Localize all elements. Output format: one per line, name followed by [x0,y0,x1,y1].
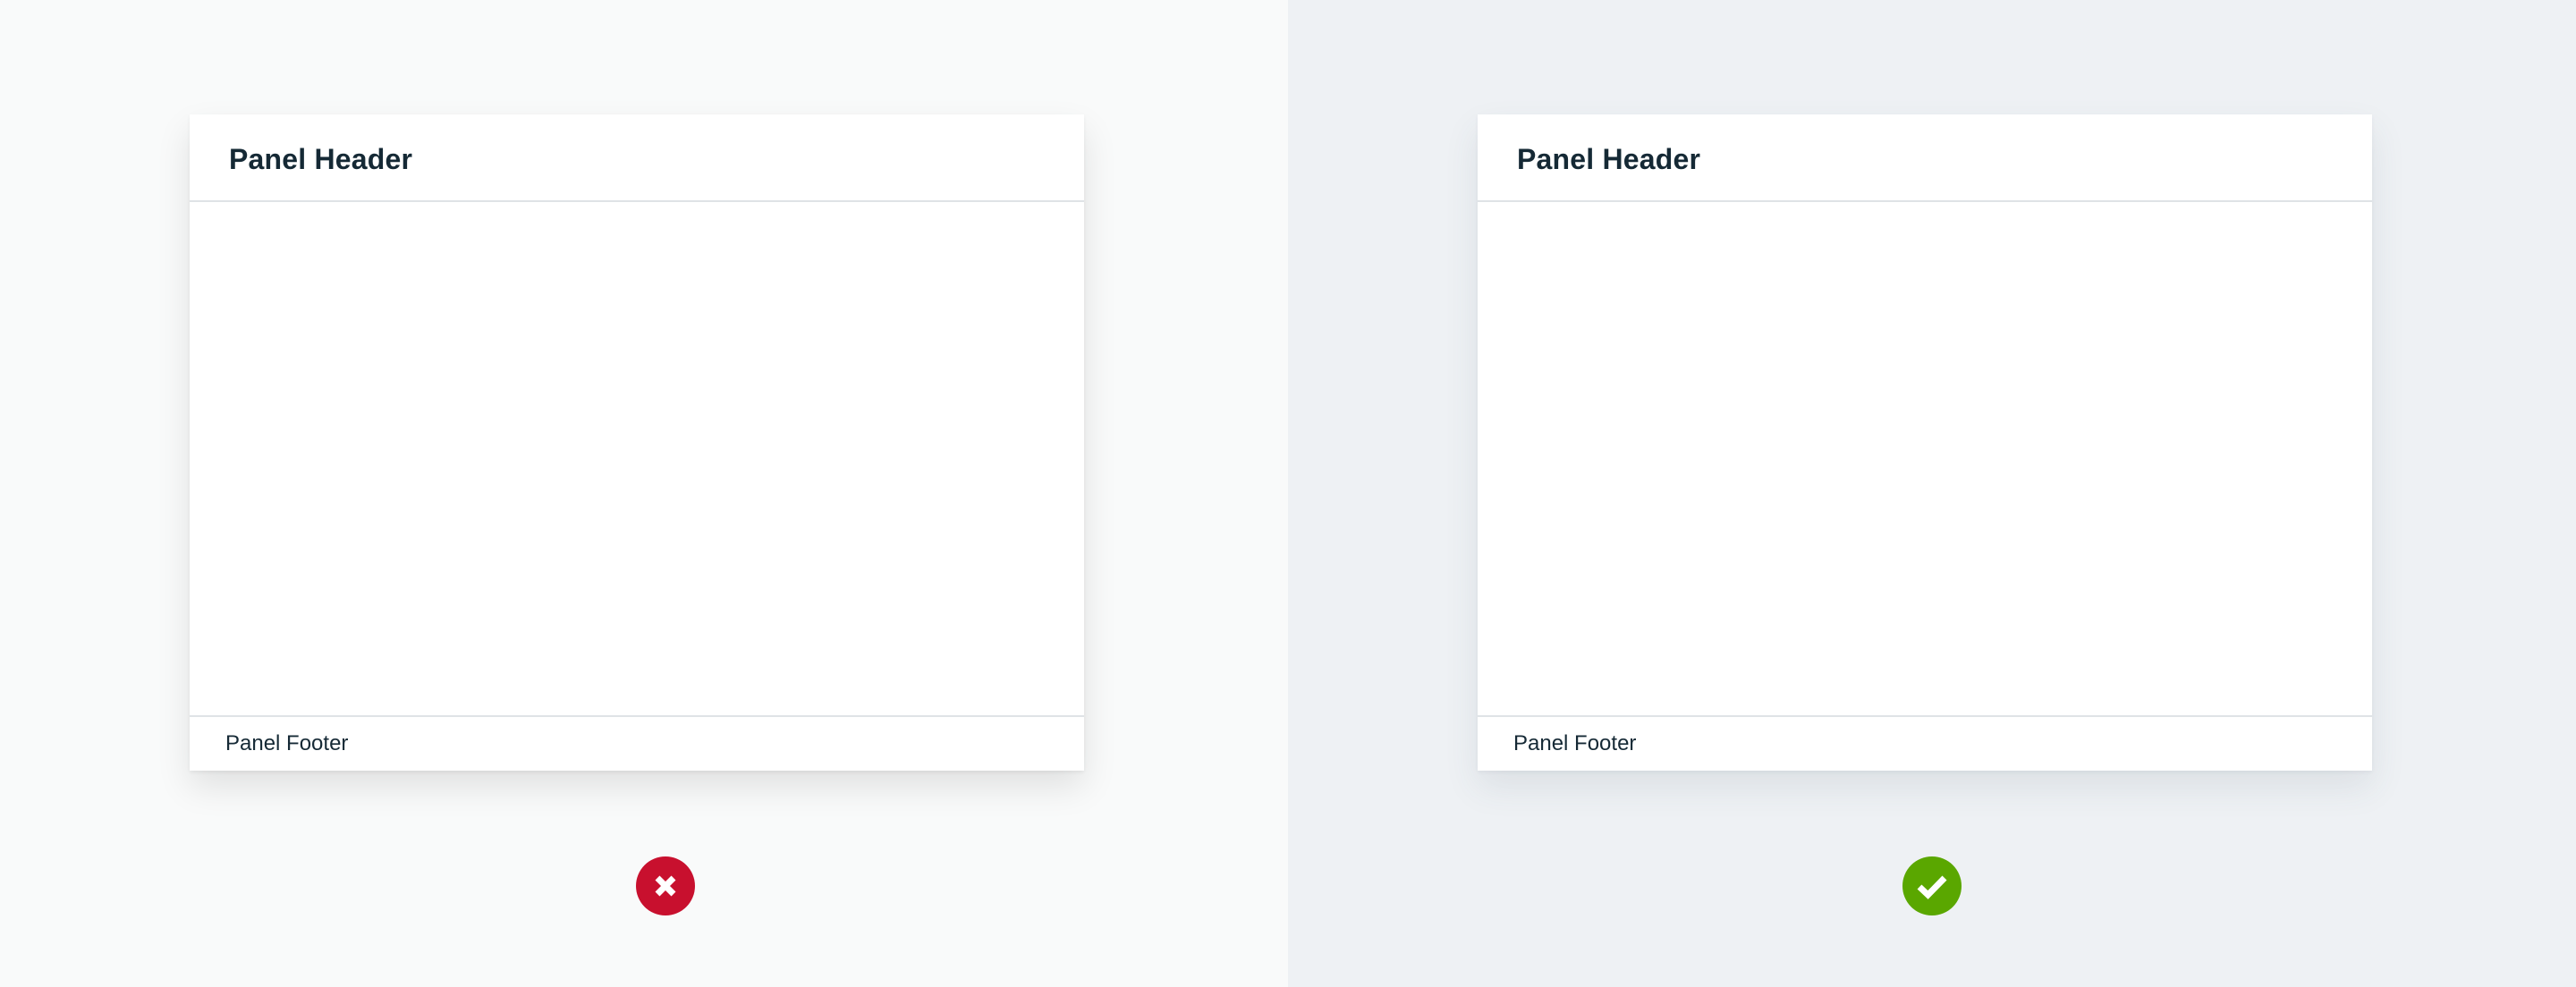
panel-header-title: Panel Header [229,143,413,175]
panel-body [1478,202,2372,717]
panel-footer: Panel Footer [190,715,1084,771]
x-circle-icon [636,856,695,915]
check-circle-icon [1902,856,1962,915]
panel-footer: Panel Footer [1478,715,2372,771]
panel-footer-label: Panel Footer [1513,731,1637,755]
panel: Panel Header Panel Footer [1478,114,2372,771]
panel-header-title: Panel Header [1517,143,1701,175]
panel: Panel Header Panel Footer [190,114,1084,771]
correct-example: Panel Header Panel Footer [1288,0,2576,987]
panel-footer-label: Panel Footer [225,731,349,755]
panel-header: Panel Header [1478,114,2372,202]
panel-body [190,202,1084,717]
incorrect-example: Panel Header Panel Footer [190,114,1084,915]
panel-header: Panel Header [190,114,1084,202]
